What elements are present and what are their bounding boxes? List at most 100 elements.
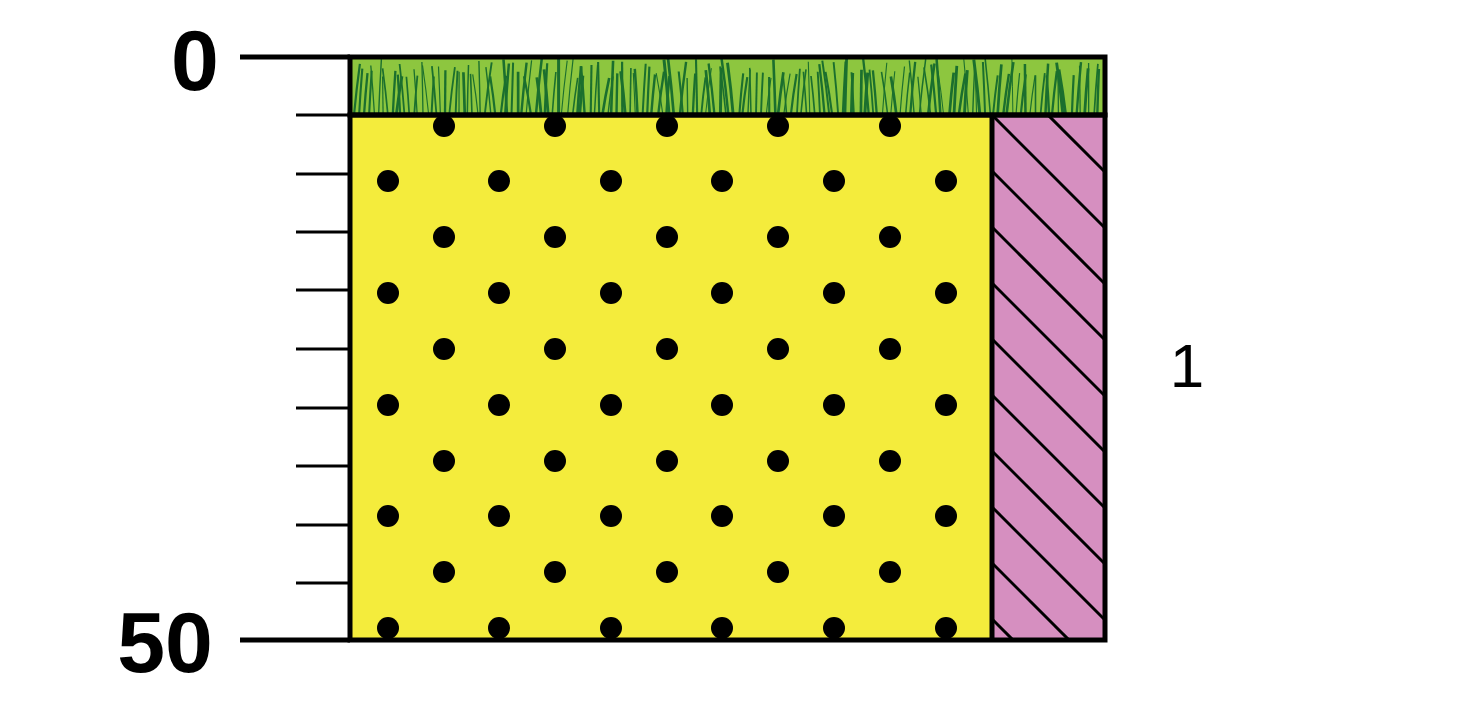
scale-tick: [296, 524, 350, 527]
grass-blade: [643, 64, 646, 115]
grass-blade: [590, 65, 593, 115]
callout-number: 1: [1170, 335, 1204, 397]
grass-blade: [581, 66, 585, 115]
grass-blade: [479, 61, 480, 115]
grass-blade: [768, 77, 770, 115]
grass-blade: [845, 58, 847, 115]
grass-blade: [393, 71, 396, 115]
sand-dot: [711, 282, 733, 304]
sand-dot: [656, 450, 678, 472]
sand-dot: [377, 282, 399, 304]
grass-blade: [783, 74, 787, 115]
grass-blade: [517, 72, 520, 115]
sand-dot: [433, 450, 455, 472]
grass-blade: [924, 67, 931, 115]
grass-blade: [1012, 59, 1013, 115]
sand-dot: [823, 617, 845, 639]
sand-dot: [767, 226, 789, 248]
hatch-line: [992, 171, 1105, 284]
grass-outline: [350, 57, 1105, 115]
grass-blade: [545, 63, 548, 115]
sand-dot: [767, 561, 789, 583]
grass-blade: [1088, 63, 1089, 115]
scale-tick: [296, 114, 350, 117]
sand-dot: [823, 282, 845, 304]
sand-dot: [488, 505, 510, 527]
grass-blade: [668, 58, 674, 115]
sand-dot: [544, 338, 566, 360]
grass-blade: [900, 67, 905, 116]
grass-blade: [1072, 75, 1074, 115]
grass-blade: [406, 77, 409, 115]
sand-dot: [823, 170, 845, 192]
grass-blade: [873, 70, 877, 115]
grass-blade: [400, 64, 405, 115]
grass-blade: [621, 71, 626, 115]
grass-blade: [773, 60, 775, 115]
grass-blade: [778, 72, 783, 115]
hatch-line: [992, 115, 1105, 172]
grass-blade: [1079, 66, 1081, 115]
grass-blade: [423, 65, 429, 115]
grass-blade: [615, 73, 618, 115]
grass-blade: [761, 73, 763, 115]
sand-dot: [544, 450, 566, 472]
sand-dot: [711, 394, 733, 416]
hatch-line: [992, 339, 1105, 452]
sand-layer: [350, 115, 992, 640]
sand-dot: [879, 226, 901, 248]
scale-top-line: [240, 55, 350, 60]
sand-dot: [544, 115, 566, 137]
grass-blade: [537, 77, 541, 115]
grass-blade: [797, 69, 800, 115]
grass-blade: [983, 62, 985, 115]
grass-blade: [1030, 75, 1035, 115]
sand-dot: [488, 617, 510, 639]
grass-blade: [863, 59, 869, 115]
profile-outline: [350, 115, 1105, 640]
grass-blade: [458, 72, 459, 115]
sand-dot: [879, 450, 901, 472]
hatch-line: [992, 619, 1105, 640]
sand-dot: [656, 115, 678, 137]
grass-blade: [803, 72, 806, 115]
grass-blade: [398, 75, 400, 115]
grass-blade: [701, 78, 705, 116]
grass-blade: [471, 74, 473, 115]
grass-blade: [467, 65, 468, 115]
hatch-line: [992, 451, 1105, 564]
grass-blade: [784, 74, 790, 115]
sand-dot: [433, 338, 455, 360]
sand-dot: [656, 226, 678, 248]
hatch-line: [992, 283, 1105, 396]
scale-tick: [296, 289, 350, 292]
depth-value: 50: [117, 599, 213, 685]
grass-blade: [974, 60, 980, 115]
grass-blade: [852, 72, 854, 115]
grass-blade: [750, 68, 751, 115]
grass-blade: [432, 66, 437, 115]
scale-tick: [296, 231, 350, 234]
scale-tick: [296, 407, 350, 410]
grass-blade: [891, 76, 897, 115]
grass-blade: [379, 59, 382, 115]
sand-dot: [600, 282, 622, 304]
grass-blade: [709, 64, 715, 116]
grass-blade: [635, 69, 638, 115]
sand-dot: [544, 226, 566, 248]
grass-blade: [909, 61, 914, 116]
grass-blade: [834, 62, 839, 115]
sand-dot: [935, 170, 957, 192]
grass-blade: [449, 67, 455, 115]
sand-dot: [879, 338, 901, 360]
grass-blade: [512, 63, 514, 115]
grass-blade: [647, 67, 649, 115]
grass-blade: [1024, 64, 1027, 115]
scale-bottom-line: [240, 638, 350, 643]
scale-tick: [296, 348, 350, 351]
grass-blade: [611, 61, 613, 115]
grass-blade: [414, 69, 417, 115]
grass-blade: [906, 73, 910, 116]
grass-blade: [439, 67, 441, 116]
